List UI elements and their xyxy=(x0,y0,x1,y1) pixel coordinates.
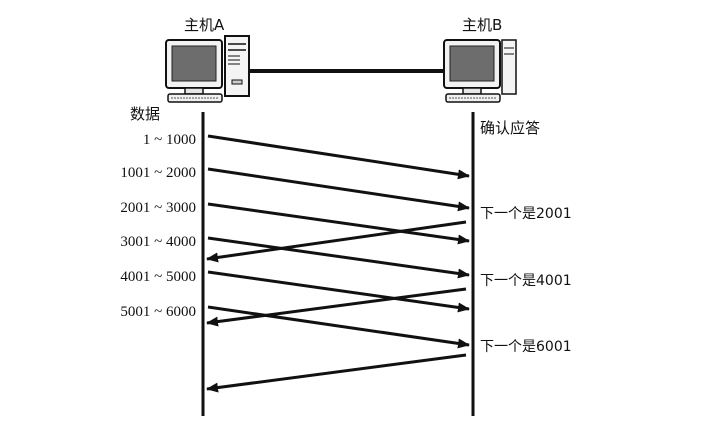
data-arrow xyxy=(208,238,469,275)
data-arrow xyxy=(208,169,469,208)
segment-label: 4001 ~ 5000 xyxy=(120,269,196,285)
data-arrow xyxy=(208,204,469,241)
ack-arrow xyxy=(207,222,466,259)
computer-tower-icon xyxy=(502,40,516,94)
computer-tower-icon xyxy=(225,36,249,96)
host-b-computer xyxy=(444,40,516,102)
ack-arrow xyxy=(207,355,466,389)
ack-arrow xyxy=(207,289,466,323)
computer-monitor-icon xyxy=(166,40,222,102)
ack-label: 下一个是6001 xyxy=(480,339,572,355)
computer-monitor-icon xyxy=(444,40,500,102)
segment-label: 1001 ~ 2000 xyxy=(120,165,196,181)
data-arrow xyxy=(208,272,469,309)
segment-label: 1 ~ 1000 xyxy=(143,132,196,148)
data-heading: 数据 xyxy=(130,105,160,123)
ack-label: 下一个是4001 xyxy=(480,273,572,289)
data-arrow xyxy=(208,136,469,176)
ack-heading: 确认应答 xyxy=(480,119,540,137)
data-arrow xyxy=(208,307,469,345)
ack-label: 下一个是2001 xyxy=(480,206,572,222)
segment-label: 2001 ~ 3000 xyxy=(120,200,196,216)
host-a-label: 主机A xyxy=(184,16,225,34)
host-b-label: 主机B xyxy=(462,16,502,34)
segment-label: 5001 ~ 6000 xyxy=(120,304,196,320)
host-a-computer xyxy=(166,36,249,102)
segment-label: 3001 ~ 4000 xyxy=(120,234,196,250)
